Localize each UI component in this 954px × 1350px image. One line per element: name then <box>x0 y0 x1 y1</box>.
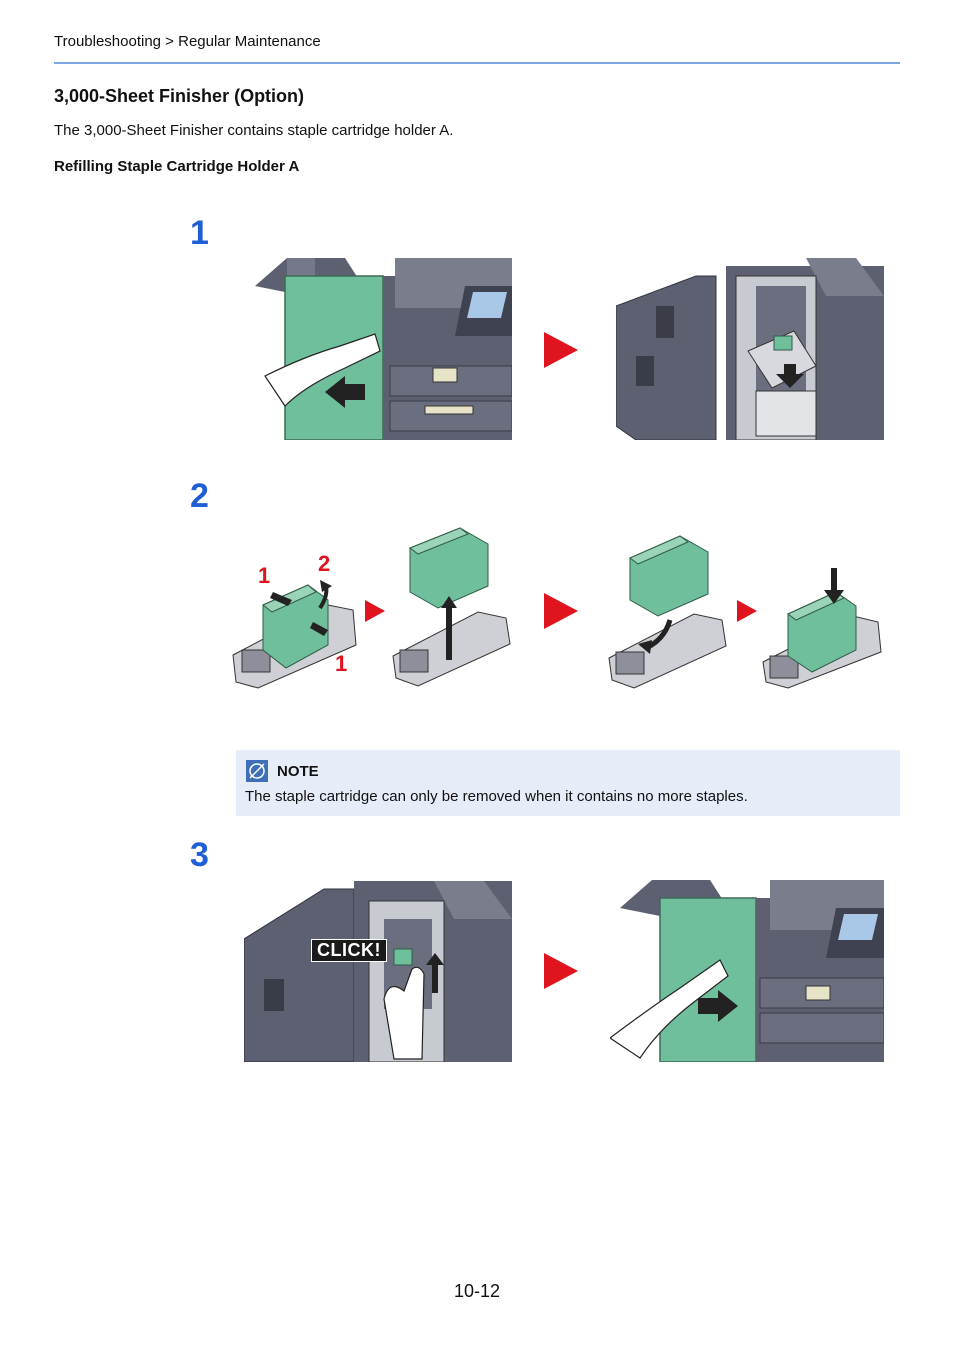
illustration-close-front-cover <box>610 878 884 1062</box>
step-number: 1 <box>190 214 209 252</box>
callout-number: 1 <box>258 563 271 588</box>
illustration-press-down <box>758 564 884 692</box>
next-arrow-icon <box>544 593 578 629</box>
illustration-lift-cartridge <box>388 526 514 690</box>
illustration-remove-cartridge <box>616 256 884 440</box>
header-rule <box>54 62 900 64</box>
next-arrow-icon <box>737 600 757 622</box>
note-title: NOTE <box>277 763 319 780</box>
click-label: CLICK! <box>311 939 387 962</box>
procedure-title: Refilling Staple Cartridge Holder A <box>54 158 300 175</box>
illustration-squeeze-release <box>228 550 358 692</box>
illustration-open-front-cover <box>245 256 512 440</box>
page-title: 3,000-Sheet Finisher (Option) <box>54 86 305 106</box>
note-text: The staple cartridge can only be removed… <box>245 788 748 805</box>
illustration-reinstall-holder <box>244 879 512 1062</box>
callout-number: 2 <box>318 551 331 576</box>
step-number: 3 <box>190 836 209 874</box>
callout-number: 1 <box>335 651 348 676</box>
illustration-insert-cartridge <box>604 530 730 690</box>
note-box: NOTE The staple cartridge can only be re… <box>236 750 900 816</box>
next-arrow-icon <box>365 600 385 622</box>
breadcrumb[interactable]: Troubleshooting > Regular Maintenance <box>54 33 321 50</box>
step-number: 2 <box>190 477 209 515</box>
note-icon <box>246 760 268 782</box>
next-arrow-icon <box>544 953 578 989</box>
intro-text: The 3,000-Sheet Finisher contains staple… <box>54 122 454 139</box>
page-number: 10-12 <box>453 1281 501 1301</box>
next-arrow-icon <box>544 332 578 368</box>
